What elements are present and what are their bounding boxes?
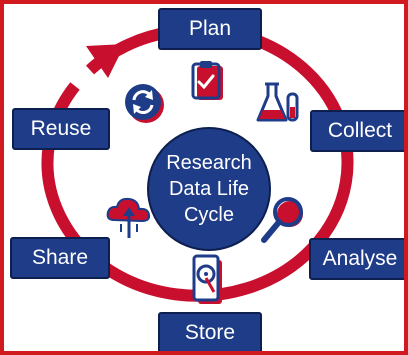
center-title: Research Data Life Cycle	[147, 127, 271, 251]
flask-icon	[256, 82, 299, 122]
hard-drive-icon	[192, 254, 222, 304]
center-title-line1: Research	[166, 152, 252, 174]
clipboard-icon	[191, 61, 223, 100]
stage-share-label: Share	[31, 246, 89, 269]
cloud-upload-icon	[106, 197, 151, 238]
stage-store[interactable]: Store	[158, 312, 262, 351]
stage-plan-label: Plan	[188, 17, 232, 40]
stage-reuse-label: Reuse	[30, 117, 92, 140]
stage-collect[interactable]: Collect	[310, 110, 404, 152]
stage-plan[interactable]: Plan	[158, 8, 262, 50]
stage-store-label: Store	[184, 321, 236, 344]
stage-share[interactable]: Share	[10, 237, 110, 279]
stage-analyse[interactable]: Analyse	[309, 238, 404, 280]
center-title-line2: Data Life	[168, 178, 250, 200]
magnifier-icon	[261, 197, 303, 243]
refresh-icon	[125, 84, 164, 123]
center-title-line3: Cycle	[183, 204, 234, 226]
stage-reuse[interactable]: Reuse	[12, 108, 110, 150]
cycle-arrowhead	[86, 44, 125, 78]
stage-collect-label: Collect	[327, 119, 393, 142]
stage-analyse-label: Analyse	[322, 247, 398, 270]
